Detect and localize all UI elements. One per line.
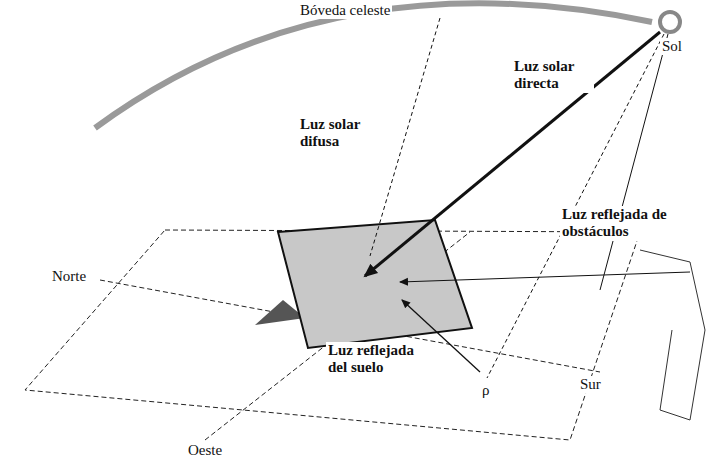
west-label: Oeste [186, 442, 224, 459]
sun-obstacle-line [600, 34, 668, 290]
ground-light-label: Luz reflejada del suelo [326, 342, 434, 377]
obstacle-light-label: Luz reflejada de obstáculos [560, 206, 676, 241]
sun [660, 12, 680, 32]
albedo-label: ρ [480, 382, 492, 399]
direct-light-label: Luz solar directa [512, 58, 594, 93]
north-label: Norte [50, 268, 88, 285]
diffuse-light-label: Luz solar difusa [298, 116, 380, 151]
obstacle [640, 250, 705, 420]
south-label: Sur [578, 376, 603, 393]
solar-panel [278, 220, 472, 348]
diffuse-light-line [370, 18, 440, 256]
sun-label: Sol [660, 38, 684, 55]
obstacle-reflection-arrow [400, 272, 690, 282]
dome-label: Bóveda celeste [298, 2, 392, 19]
